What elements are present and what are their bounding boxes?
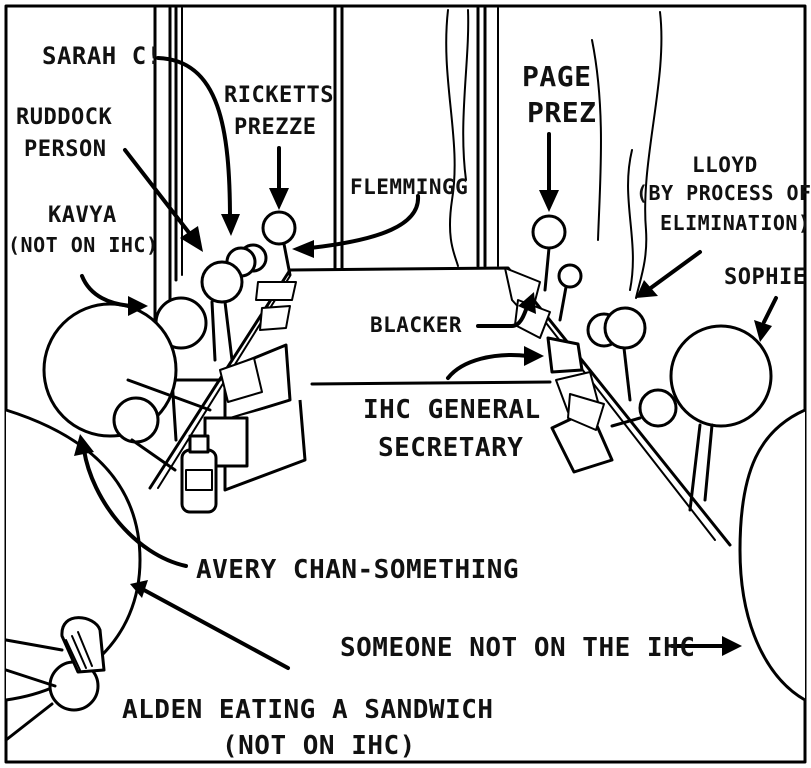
label-lloyd-line1: LLOYD xyxy=(692,153,758,177)
labels: SARAH C! RICKETTS PREZZE RUDDOCK PERSON … xyxy=(8,42,811,761)
label-kavya-line2: (NOT ON IHC) xyxy=(8,233,159,257)
label-ruddock-line1: RUDDOCK xyxy=(16,105,112,130)
label-ihc-gensec-line1: IHC GENERAL xyxy=(363,395,541,425)
label-page-line2: PREZ xyxy=(527,96,596,129)
label-avery: AVERY CHAN-SOMETHING xyxy=(196,555,519,585)
label-kavya-line1: KAVYA xyxy=(48,203,117,228)
label-ricketts-line1: RICKETTS xyxy=(224,83,334,108)
label-ruddock-line2: PERSON xyxy=(24,137,106,162)
label-sarah: SARAH C! xyxy=(42,42,162,70)
table-items-left xyxy=(180,281,307,514)
label-page-line1: PAGE xyxy=(522,60,591,93)
label-blacker: BLACKER xyxy=(370,313,462,337)
table-items-right xyxy=(504,267,614,474)
label-alden-line1: ALDEN EATING A SANDWICH xyxy=(122,695,494,725)
panel-border xyxy=(4,4,807,764)
label-ricketts-line2: PREZZE xyxy=(234,115,316,140)
arrows xyxy=(74,56,778,670)
label-someone: SOMEONE NOT ON THE IHC xyxy=(340,633,695,663)
label-lloyd-line2: (BY PROCESS OF xyxy=(636,181,811,205)
label-lloyd-line3: ELIMINATION) xyxy=(660,211,811,235)
label-sophie: SOPHIE xyxy=(724,265,806,290)
label-ihc-gensec-line2: SECRETARY xyxy=(378,433,523,463)
figures xyxy=(4,210,806,742)
label-alden-line2: (NOT ON IHC) xyxy=(222,731,416,761)
label-flemming: FLEMMINGG xyxy=(350,175,468,199)
